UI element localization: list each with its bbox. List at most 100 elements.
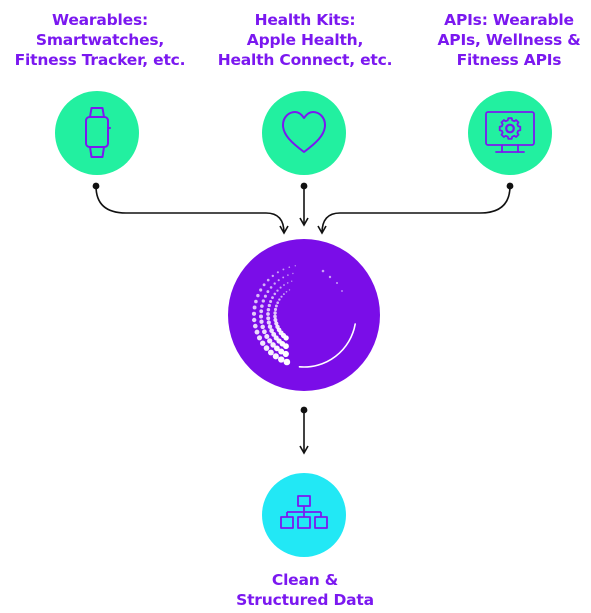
label-line: Fitness Tracker, etc. xyxy=(14,51,186,69)
swirl-dot xyxy=(274,304,278,308)
heart-icon xyxy=(282,111,326,153)
arrow-apis-to-hub xyxy=(317,185,511,235)
swirl-dot xyxy=(282,350,289,358)
swirl-dot xyxy=(279,286,282,289)
swirl-dot xyxy=(280,295,283,298)
swirl-dot xyxy=(283,358,291,366)
output-label: Clean & Structured Data xyxy=(195,570,415,610)
hub-circle xyxy=(228,239,380,391)
source-circle-wearables xyxy=(55,91,139,175)
swirl-dot xyxy=(283,335,289,341)
swirl-dot xyxy=(273,318,278,322)
dotted-swirl-logo xyxy=(251,265,356,368)
swirl-dot xyxy=(258,314,264,319)
swirl-dot xyxy=(283,343,289,350)
swirl-dot xyxy=(278,298,281,301)
swirl-dot xyxy=(273,282,276,285)
label-line: Clean & xyxy=(271,571,339,589)
arrow-wearables-to-hub xyxy=(95,185,289,235)
swirl-dot xyxy=(260,340,266,346)
source-label-wearables: Wearables: Smartwatches, Fitness Tracker… xyxy=(0,10,200,70)
swirl-dot xyxy=(276,289,279,292)
label-line: Apple Health, xyxy=(246,31,364,49)
swirl-dot xyxy=(278,348,285,355)
swirl-dot xyxy=(252,305,257,310)
swirl-dot xyxy=(282,293,285,296)
swirl-dot xyxy=(269,286,273,289)
swirl-dot xyxy=(262,283,266,287)
swirl-dot xyxy=(261,299,265,303)
swirl-dot xyxy=(286,282,289,284)
source-label-apis: APIs: Wearable APIs, Wellness & Fitness … xyxy=(409,10,591,70)
swirl-dot xyxy=(341,290,343,292)
monitor-gear-icon xyxy=(485,111,535,153)
label-line: APIs, Wellness & xyxy=(437,31,581,49)
label-line: Health Connect, etc. xyxy=(217,51,393,69)
swirl-dot xyxy=(277,279,280,282)
swirl-dot xyxy=(276,271,279,274)
swirl-dot xyxy=(259,288,263,292)
swirl-dot xyxy=(259,319,264,324)
swirl-dot xyxy=(288,289,291,291)
swirl-dot xyxy=(270,342,276,348)
label-line: Fitness APIs xyxy=(456,51,562,69)
swirl-dot xyxy=(260,304,264,308)
swirl-dot xyxy=(263,345,270,351)
swirl-dot xyxy=(287,274,289,276)
swirl-dot xyxy=(276,301,280,305)
swirl-dot xyxy=(264,334,270,339)
swirl-dot xyxy=(282,268,285,271)
swirl-dot xyxy=(266,290,270,294)
swirl-dot xyxy=(282,276,285,279)
swirl-dot xyxy=(267,349,274,356)
swirl-dot xyxy=(252,317,257,323)
swirl-dot xyxy=(278,356,285,363)
swirl-dot xyxy=(273,314,277,319)
swirl-dot xyxy=(291,280,293,282)
swirl-dot xyxy=(269,328,274,334)
swirl-dot xyxy=(266,278,270,282)
swirl-arc xyxy=(298,323,356,368)
swirl-dot xyxy=(274,345,280,352)
swirl-dot xyxy=(272,353,279,360)
source-label-health-kits: Health Kits: Apple Health, Health Connec… xyxy=(205,10,405,70)
swirl-dot xyxy=(321,269,325,273)
swirl-dot xyxy=(274,321,279,326)
swirl-dot xyxy=(266,312,270,316)
label-line: Smartwatches, xyxy=(35,31,165,49)
swirl-dot xyxy=(260,324,265,330)
swirl-dot xyxy=(263,294,267,298)
source-circle-health-kits xyxy=(262,91,346,175)
swirl-dot xyxy=(252,323,258,329)
swirl-dot xyxy=(292,272,294,275)
swirl-dot xyxy=(254,299,258,304)
hierarchy-icon xyxy=(280,495,328,529)
swirl-dot xyxy=(271,296,274,299)
swirl-dot xyxy=(254,329,260,335)
swirl-dot xyxy=(267,324,273,329)
swirl-dot xyxy=(259,309,264,314)
swirl-dot xyxy=(269,299,273,304)
swirl-dot xyxy=(251,311,257,316)
swirl-dot xyxy=(283,284,285,286)
swirl-dot xyxy=(288,266,291,269)
swirl-dot xyxy=(256,293,260,298)
smartwatch-icon xyxy=(85,107,111,158)
swirl-dot xyxy=(266,307,271,312)
swirl-dot xyxy=(266,316,271,321)
swirl-dot xyxy=(267,338,273,344)
swirl-dot xyxy=(273,307,278,312)
swirl-dot xyxy=(267,303,271,308)
swirl-dot xyxy=(294,265,296,267)
swirl-dot xyxy=(328,275,332,279)
label-line: Wearables: xyxy=(52,11,148,29)
label-line: Health Kits: xyxy=(254,11,356,29)
swirl-dot xyxy=(336,282,338,284)
swirl-dot xyxy=(256,335,263,341)
swirl-dot xyxy=(271,274,274,278)
swirl-dot xyxy=(285,290,288,293)
swirl-dot xyxy=(273,311,277,315)
label-line: APIs: Wearable xyxy=(444,11,574,29)
swirl-dot xyxy=(271,331,277,337)
